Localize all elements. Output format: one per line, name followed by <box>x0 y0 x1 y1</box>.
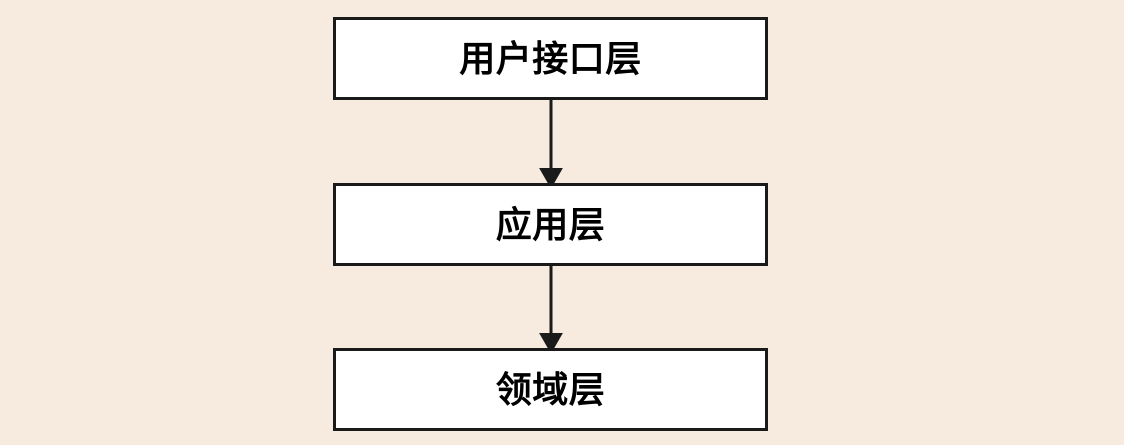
node-domain-layer[interactable]: 领域层 <box>333 348 768 431</box>
node-label: 领域层 <box>495 368 606 410</box>
node-user-interface-layer[interactable]: 用户接口层 <box>333 17 768 100</box>
node-application-layer[interactable]: 应用层 <box>333 183 768 266</box>
node-label: 应用层 <box>495 203 606 245</box>
node-label: 用户接口层 <box>459 37 642 79</box>
